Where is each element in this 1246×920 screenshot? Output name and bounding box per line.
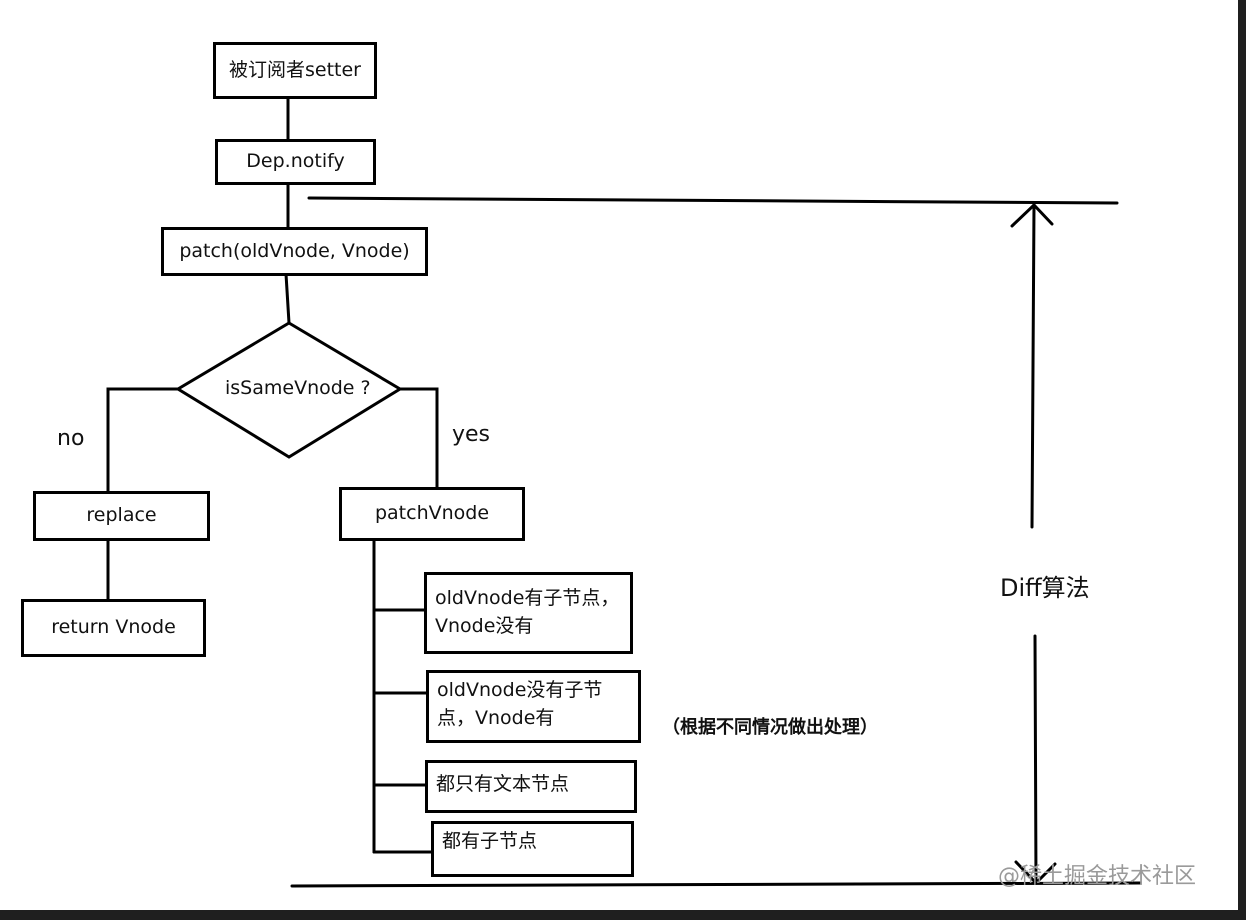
edge-no-label: no xyxy=(57,426,85,451)
case1-line1: oldVnode有子节点， xyxy=(435,587,620,609)
case2-line2: 点，Vnode有 xyxy=(437,706,555,729)
node-return-vnode: return Vnode xyxy=(21,599,206,657)
node-setter-label: 被订阅者setter xyxy=(229,58,361,81)
window-edge-bottom xyxy=(0,910,1246,920)
case2-line1: oldVnode没有子节 xyxy=(437,679,603,701)
node-dep-notify: Dep.notify xyxy=(215,139,376,185)
edge-yes-branch xyxy=(398,387,439,490)
diff-top-line xyxy=(307,196,1119,205)
node-case-old-has-children: oldVnode有子节点， Vnode没有 xyxy=(424,572,633,654)
edge-patch-decision xyxy=(284,272,291,325)
node-return-vnode-label: return Vnode xyxy=(51,616,176,639)
node-setter: 被订阅者setter xyxy=(213,42,377,99)
decision-diamond xyxy=(175,321,403,459)
handling-note: （根据不同情况做出处理） xyxy=(662,717,878,738)
watermark: @稀土掘金技术社区 xyxy=(998,864,1197,889)
diff-up-arrow-line xyxy=(1030,203,1036,529)
node-case-new-has-children: oldVnode没有子节 点，Vnode有 xyxy=(426,670,641,743)
node-replace-label: replace xyxy=(86,504,157,527)
node-dep-notify-label: Dep.notify xyxy=(246,150,345,173)
edge-no-branch xyxy=(106,387,180,494)
case4-label: 都有子节点 xyxy=(442,830,538,852)
case3-label: 都只有文本节点 xyxy=(436,773,570,795)
diff-algorithm-label: Diff算法 xyxy=(1000,574,1090,602)
diff-down-arrow-line xyxy=(1033,634,1038,885)
node-case-text-only: 都只有文本节点 xyxy=(425,760,637,813)
window-edge-right xyxy=(1238,0,1246,920)
diff-down-arrowhead xyxy=(1014,860,1057,886)
node-patch-label: patch(oldVnode, Vnode) xyxy=(179,239,410,262)
diff-up-arrowhead xyxy=(1010,202,1054,228)
case1-line2: Vnode没有 xyxy=(435,614,534,637)
edge-yes-label: yes xyxy=(452,422,491,447)
decision-label: isSameVnode ? xyxy=(225,377,371,399)
node-patch-vnode-label: patchVnode xyxy=(374,502,490,525)
node-case-both-children: 都有子节点 xyxy=(431,821,634,877)
node-replace: replace xyxy=(33,491,210,541)
node-patch-vnode: patchVnode xyxy=(339,487,525,541)
node-patch: patch(oldVnode, Vnode) xyxy=(161,227,428,276)
diff-bottom-line xyxy=(290,881,1142,888)
